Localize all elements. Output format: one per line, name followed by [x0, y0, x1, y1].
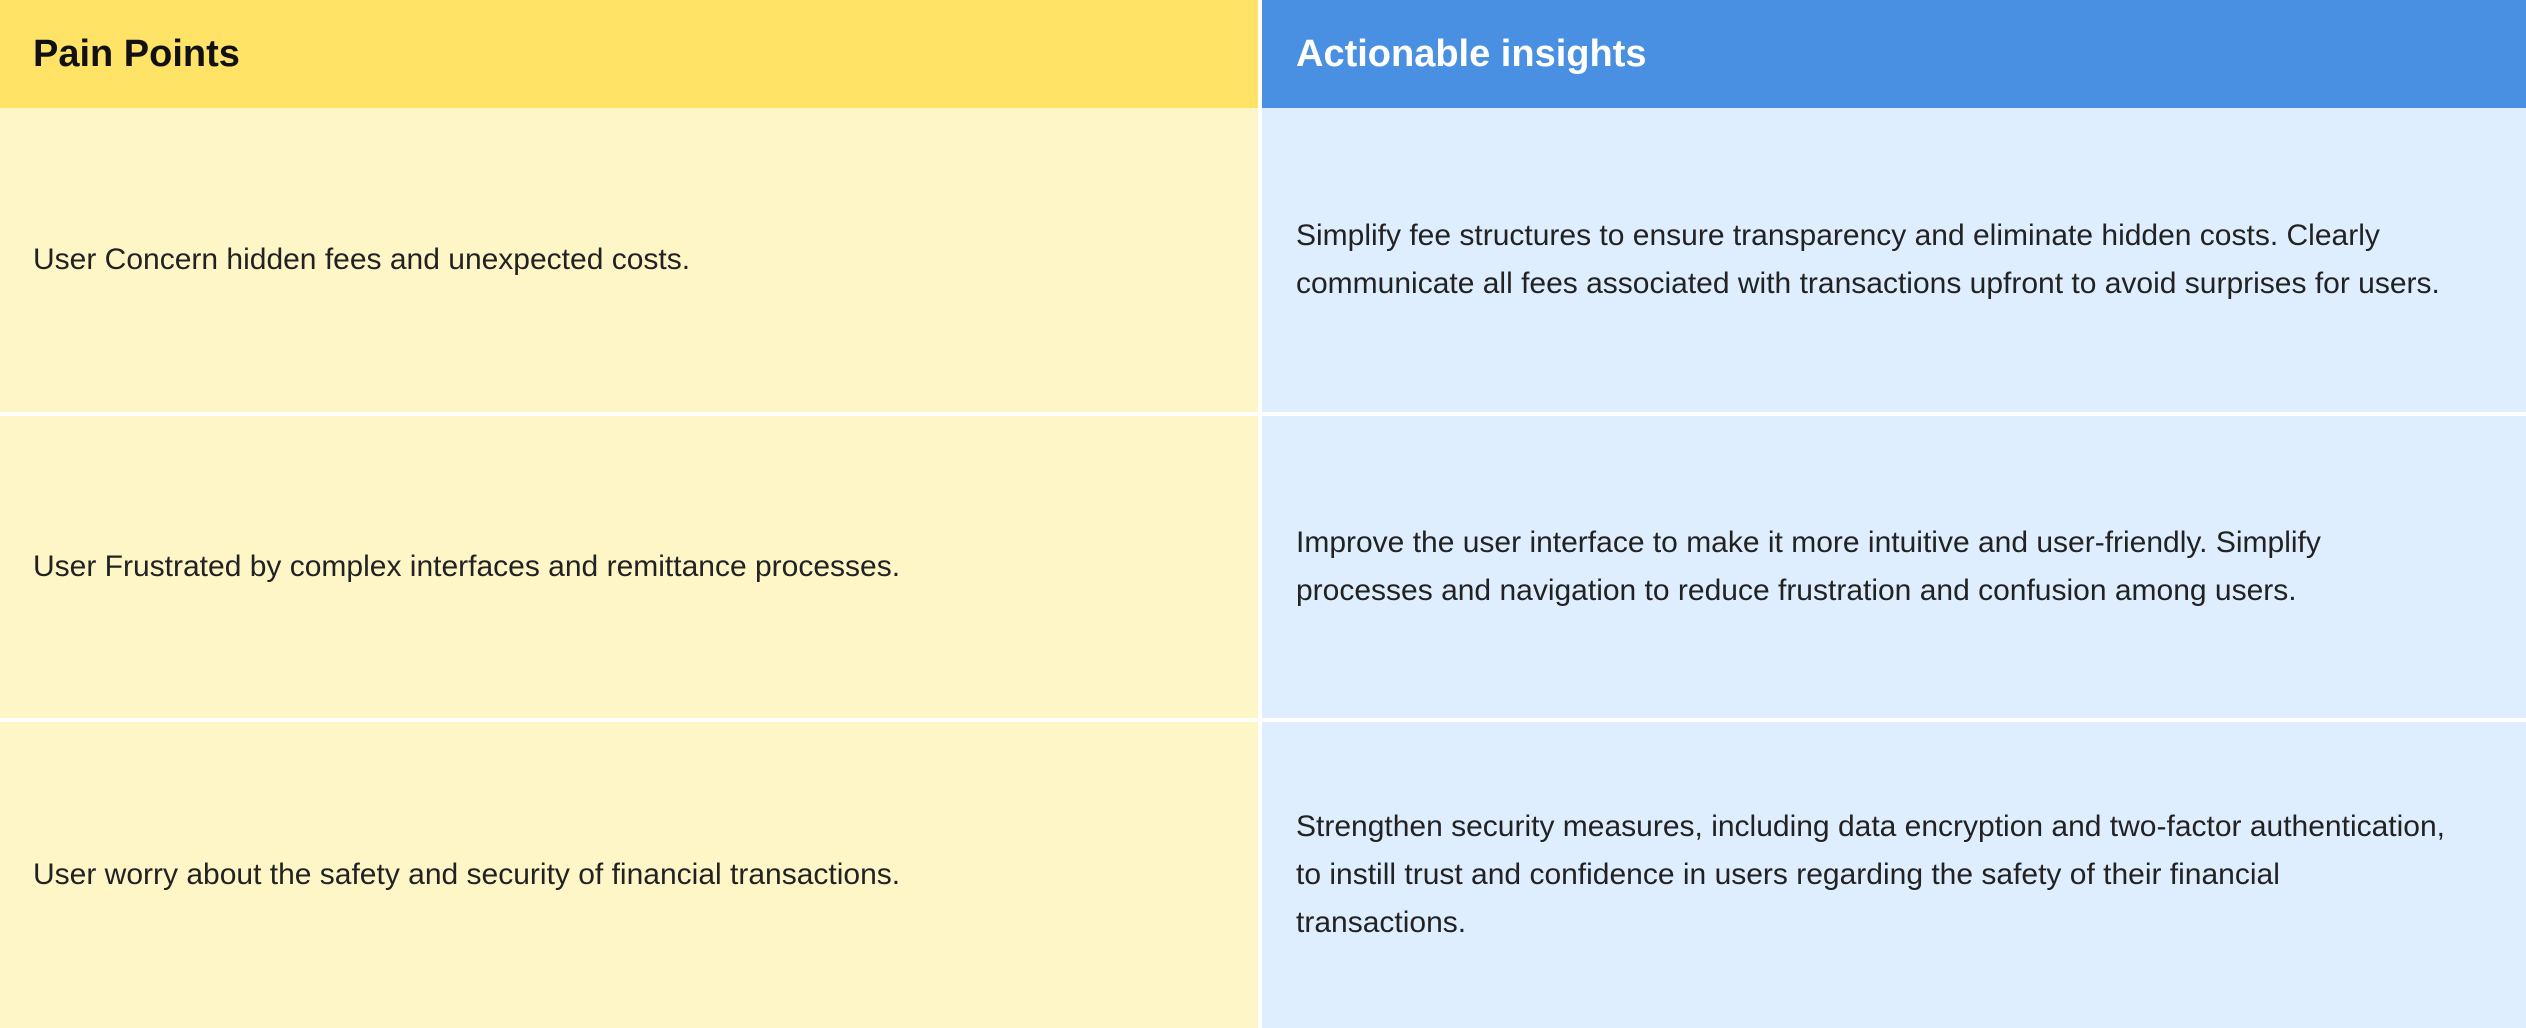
header-actionable-insights-label: Actionable insights — [1296, 32, 1647, 75]
pain-point-text: User Frustrated by complex interfaces an… — [33, 550, 901, 583]
pain-point-text: User Concern hidden fees and unexpected … — [33, 243, 691, 276]
header-actionable-insights: Actionable insights — [1262, 0, 2526, 108]
pain-point-cell: User Frustrated by complex interfaces an… — [0, 412, 1262, 718]
pain-point-text: User worry about the safety and security… — [33, 858, 901, 891]
pain-point-cell: User Concern hidden fees and unexpected … — [0, 108, 1262, 412]
header-pain-points-label: Pain Points — [33, 32, 240, 75]
insight-text: Simplify fee structures to ensure transp… — [1296, 219, 2440, 300]
pain-point-cell: User worry about the safety and security… — [0, 718, 1262, 1028]
header-pain-points: Pain Points — [0, 0, 1262, 108]
insight-text: Improve the user interface to make it mo… — [1296, 526, 2321, 607]
insight-cell: Simplify fee structures to ensure transp… — [1262, 108, 2526, 412]
insight-text: Strengthen security measures, including … — [1296, 810, 2445, 939]
insight-cell: Strengthen security measures, including … — [1262, 718, 2526, 1028]
insight-cell: Improve the user interface to make it mo… — [1262, 412, 2526, 718]
